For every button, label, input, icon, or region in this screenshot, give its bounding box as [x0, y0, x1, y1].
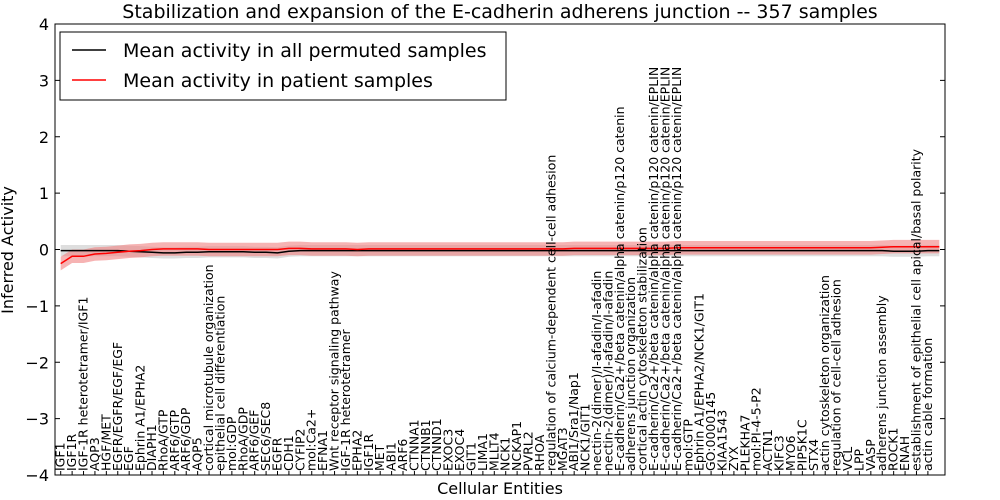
x-tick-label: AQP3 [87, 437, 102, 471]
y-tick-label: 4 [39, 15, 49, 34]
x-tick-label: LPP [851, 448, 866, 471]
x-tick-label: MET [372, 444, 387, 471]
x-axis-label: Cellular Entities [437, 479, 563, 498]
x-tick-label: ENAH [897, 436, 912, 471]
x-tick-label: VCL [840, 447, 855, 471]
x-tick-label: NCKAP1 [509, 421, 524, 471]
x-tick-label: MYO6 [783, 435, 798, 471]
x-tick-label: ARF6/GDP [178, 407, 193, 471]
x-tick-label: EGF [121, 446, 136, 471]
x-tick-label: nectin-2(dimer)/I-afadin/I-afadin [589, 271, 604, 471]
x-tick-label: E-cadherin/Ca2+/beta catenin/alpha caten… [646, 67, 661, 471]
x-tick-label: VASP [863, 439, 878, 471]
x-tick-label: IGF1R [64, 433, 79, 471]
x-tick-label: mol:GTP [680, 419, 695, 471]
legend-box [59, 31, 507, 101]
x-tick-label: CTNNA1 [406, 419, 421, 471]
legend: Mean activity in all permuted samples Me… [59, 31, 507, 101]
x-tick-label: Ephrin A1/EPHA2/NCK1/GIT1 [692, 293, 707, 471]
x-tick-label: CTNNB1 [418, 419, 433, 471]
x-tick-label: KIFC3 [772, 435, 787, 471]
x-tick-label: adherens junction organization [623, 277, 638, 471]
x-tick-label: PVRL2 [521, 431, 536, 471]
x-tick-label: RhoA/GDP [235, 407, 250, 471]
legend-label-patient: Mean activity in patient samples [123, 70, 433, 92]
x-tick-label: E-cadherin/Ca2+/beta catenin/alpha caten… [657, 67, 672, 471]
y-tick-label: −4 [25, 466, 49, 485]
x-tick-label: CDH1 [281, 435, 296, 471]
x-tick-label: mol:GDP [224, 416, 239, 471]
x-tick-label: CYFIP2 [292, 428, 307, 471]
x-tick-label: Ephrin A1/EPHA2 [133, 365, 148, 471]
x-tick-label: GIT1 [464, 442, 479, 471]
x-tick-label: HGF/MET [98, 414, 113, 471]
x-tick-label: E-cadherin/Ca2+/beta catenin/alpha caten… [612, 106, 627, 471]
x-tick-label: IGF-1R heterotetramer/IGF1 [76, 297, 91, 471]
x-tick-label: NCK1 [498, 437, 513, 471]
x-tick-label: epithelial cell differentiation [212, 296, 227, 471]
x-tick-label: SEC6/SEC8 [258, 402, 273, 471]
x-tick-label: nectin-2(dimer)/I-afadin/I-afadin [600, 271, 615, 471]
x-tick-label: ROCK1 [886, 428, 901, 471]
x-tick-label: ABI1 [384, 442, 399, 471]
x-tick-label: regulation of cell-cell adhesion [829, 279, 844, 471]
y-tick-label: −2 [25, 353, 49, 372]
y-tick-label: 2 [39, 128, 49, 147]
x-tick-label: STX4 [806, 439, 821, 471]
x-tick-label: EFNA1 [315, 430, 330, 471]
x-tick-label: CTNND1 [429, 418, 444, 471]
series-line-0 [60, 249, 940, 254]
x-tick-label: Wnt receptor signaling pathway [327, 271, 342, 471]
x-tick-label: EXOC4 [452, 429, 467, 471]
chart-title: Stabilization and expansion of the E-cad… [122, 1, 877, 23]
x-tick-label: adherens junction assembly [874, 295, 889, 471]
x-tick-label: actin cytoskeleton organization [817, 275, 832, 471]
x-tick-label: EGFR [270, 437, 285, 471]
x-tick-label: RHOA [532, 434, 547, 471]
x-tick-label: establishment of epithelial cell apical/… [909, 148, 924, 471]
x-tick-label: ARF6/GTP [167, 410, 182, 471]
x-tick-label: actin cable formation [920, 338, 935, 471]
x-tick-label: MLLT4 [486, 432, 501, 471]
x-tick-label: RhoA/GTP [155, 409, 170, 471]
y-tick-label: 0 [39, 241, 49, 260]
x-tick-label: IGF-1R heterotetramer [338, 328, 353, 471]
y-tick-label: −3 [25, 410, 49, 429]
y-tick-label: 1 [39, 184, 49, 203]
x-tick-label: PIP5K1C [794, 419, 809, 471]
x-tick-label: regulation of calcium-dependent cell-cel… [543, 155, 558, 471]
x-tick-label: KIAA1543 [715, 410, 730, 471]
y-axis-label: Inferred Activity [0, 186, 17, 314]
x-tick-label: MGAT3 [555, 427, 570, 471]
x-tick-label: mol:Ca2+ [304, 409, 319, 471]
x-tick-label: AQP5 [190, 437, 205, 471]
y-tick-label: −1 [25, 297, 49, 316]
x-tick-label: ZYX [726, 446, 741, 471]
x-tick-label: GO:0000145 [703, 392, 718, 471]
series-line-1 [60, 245, 940, 265]
x-tick-label: LIMA1 [475, 433, 490, 471]
plot-frame [54, 23, 946, 476]
x-tick-label: cortical actin cytoskeleton stabilizatio… [635, 227, 650, 471]
x-tick-label: IGF1 [53, 442, 68, 471]
x-tick-label: E-cadherin/Ca2+/beta catenin/alpha caten… [669, 67, 684, 471]
y-tick-label: 3 [39, 71, 49, 90]
x-tick-label: ACTN1 [760, 429, 775, 471]
x-tick-label: EGFR/EGFR/EGF/EGF [110, 342, 125, 471]
x-tick-label: EXOC3 [441, 429, 456, 471]
x-tick-label: IGF1R [361, 433, 376, 471]
x-tick-label: DIAPH1 [144, 424, 159, 471]
x-tick-label: EPHA2 [349, 430, 364, 471]
legend-label-permuted: Mean activity in all permuted samples [123, 40, 486, 62]
x-tick-label: cortical microtubule organization [201, 264, 216, 471]
x-tick-label: PLEKHA7 [737, 414, 752, 471]
x-tick-label: ARF6/GEF [247, 410, 262, 471]
x-tick-label: mol:PI-4-5-P2 [749, 387, 764, 471]
x-tick-label: NCK1/GIT1 [578, 404, 593, 471]
x-tick-label: ARF6 [395, 439, 410, 471]
x-tick-label: ABI1/Sra1/Nap1 [566, 372, 581, 471]
